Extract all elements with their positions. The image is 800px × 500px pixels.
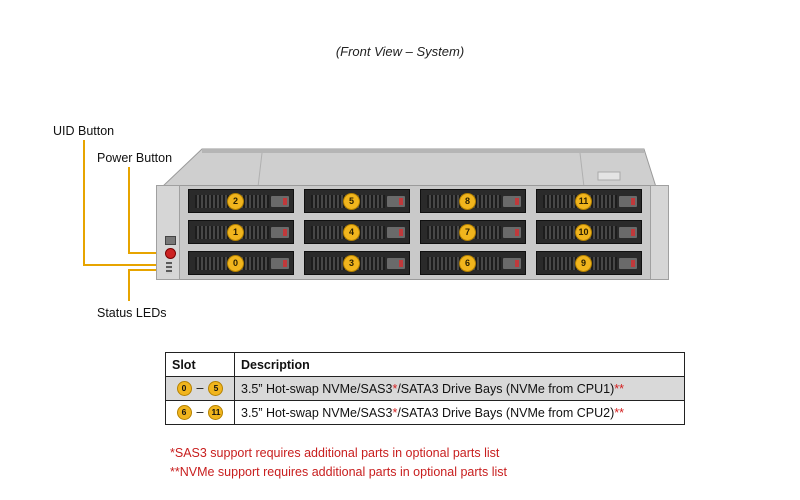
- right-ear: [650, 185, 669, 280]
- slot-number-badge: 5: [343, 193, 360, 210]
- bay-latch: [387, 227, 405, 238]
- nvme-mark: **: [614, 405, 624, 420]
- drive-bay: 10: [536, 220, 642, 244]
- slot-number-badge: 2: [227, 193, 244, 210]
- table-row: 6–11 3.5” Hot-swap NVMe/SAS3*/SATA3 Driv…: [165, 400, 685, 425]
- slot-badge: 0: [176, 381, 192, 397]
- table-row: 0–5 3.5” Hot-swap NVMe/SAS3*/SATA3 Drive…: [165, 376, 685, 401]
- bay-latch: [619, 258, 637, 269]
- bay-latch: [271, 227, 289, 238]
- slot-range-cell: 6–11: [165, 400, 235, 425]
- slot-badge: 11: [208, 405, 224, 421]
- sas3-mark: *: [392, 405, 398, 420]
- uid-callout-line-h: [83, 264, 165, 266]
- slot-number-badge: 11: [575, 193, 592, 210]
- status-callout-line: [128, 269, 130, 301]
- bay-latch: [503, 227, 521, 238]
- description-text-b: /SATA3 Drive Bays (NVMe from CPU2): [397, 405, 615, 420]
- uid-callout-line: [83, 140, 85, 265]
- slot-header: Slot: [165, 352, 235, 377]
- description-text: 3.5” Hot-swap NVMe/SAS3: [241, 381, 393, 396]
- range-dash: –: [196, 404, 204, 419]
- figure-caption: (Front View – System): [335, 44, 465, 59]
- drive-bay: 7: [420, 220, 526, 244]
- slot-range-cell: 0–5: [165, 376, 235, 401]
- status-callout-line-h: [128, 269, 164, 271]
- uid-button: [165, 236, 176, 245]
- drive-bay: 5: [304, 189, 410, 213]
- slot-badge: 6: [176, 405, 192, 421]
- description-cell: 3.5” Hot-swap NVMe/SAS3*/SATA3 Drive Bay…: [234, 400, 685, 425]
- slot-number-badge: 6: [459, 255, 476, 272]
- slot-number-badge: 8: [459, 193, 476, 210]
- bay-latch: [619, 227, 637, 238]
- slot-number-badge: 7: [459, 224, 476, 241]
- drive-bay: 4: [304, 220, 410, 244]
- description-text: 3.5” Hot-swap NVMe/SAS3: [241, 405, 393, 420]
- drive-bay: 6: [420, 251, 526, 275]
- drive-bay: 9: [536, 251, 642, 275]
- drive-bay: 2: [188, 189, 294, 213]
- range-dash: –: [196, 380, 204, 395]
- slot-number-badge: 1: [227, 224, 244, 241]
- drive-bay: 11: [536, 189, 642, 213]
- drive-bay: 3: [304, 251, 410, 275]
- uid-button-label: UID Button: [53, 124, 115, 138]
- bay-latch: [619, 196, 637, 207]
- power-callout-line: [128, 167, 130, 253]
- drive-bay: 0: [188, 251, 294, 275]
- slot-number-badge: 3: [343, 255, 360, 272]
- drive-bay: 8: [420, 189, 526, 213]
- slot-badge: 5: [208, 381, 224, 397]
- footnote-nvme: **NVMe support requires additional parts…: [170, 465, 507, 479]
- bay-latch: [271, 258, 289, 269]
- bay-latch: [503, 196, 521, 207]
- chassis-top-panel: [160, 148, 657, 188]
- bay-latch: [387, 196, 405, 207]
- bay-latch: [503, 258, 521, 269]
- description-header: Description: [234, 352, 685, 377]
- sas3-mark: *: [392, 381, 398, 396]
- slot-number-badge: 4: [343, 224, 360, 241]
- status-leds-label: Status LEDs: [97, 306, 167, 320]
- nvme-mark: **: [614, 381, 624, 396]
- power-callout-line-h: [128, 252, 164, 254]
- slot-table: Slot Description 0–5 3.5” Hot-swap NVMe/…: [165, 352, 685, 425]
- slot-number-badge: 0: [227, 255, 244, 272]
- description-cell: 3.5” Hot-swap NVMe/SAS3*/SATA3 Drive Bay…: [234, 376, 685, 401]
- description-text-b: /SATA3 Drive Bays (NVMe from CPU1): [397, 381, 615, 396]
- footnote-sas3: *SAS3 support requires additional parts …: [170, 446, 500, 460]
- power-button: [165, 248, 176, 259]
- bay-latch: [387, 258, 405, 269]
- drive-bay: 1: [188, 220, 294, 244]
- power-button-label: Power Button: [97, 151, 173, 165]
- slot-number-badge: 9: [575, 255, 592, 272]
- status-led-strip: [166, 262, 172, 274]
- bay-latch: [271, 196, 289, 207]
- slot-number-badge: 10: [575, 224, 592, 241]
